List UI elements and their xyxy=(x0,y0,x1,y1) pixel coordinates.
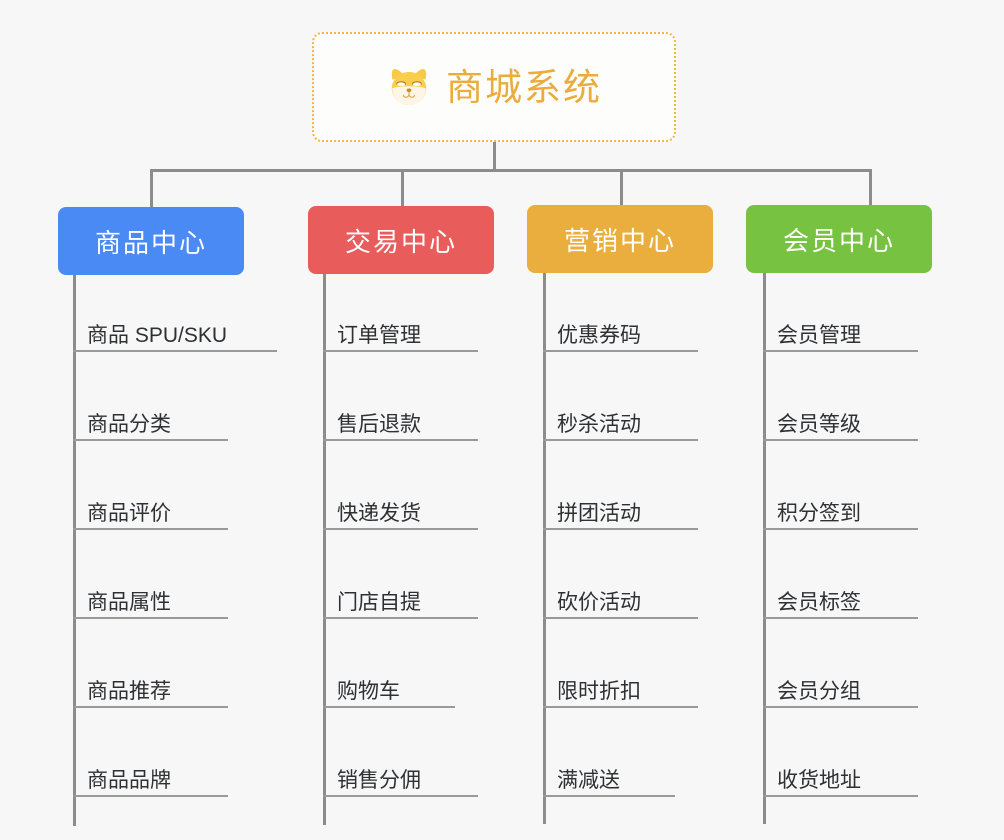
leaf-label-1-1: 商品 SPU/SKU xyxy=(87,323,228,347)
leaf-label-3-5: 限时折扣 xyxy=(557,679,641,703)
branch-node-3[interactable]: 营销中心 xyxy=(527,205,713,273)
leaf-item-1-5[interactable]: 商品推荐 xyxy=(73,666,228,708)
connector-drop-branch-4 xyxy=(869,169,872,207)
leaf-item-2-4[interactable]: 门店自提 xyxy=(323,577,478,619)
leaf-item-2-3[interactable]: 快递发货 xyxy=(323,488,478,530)
connector-root-trunk xyxy=(493,142,496,171)
connector-spine-4 xyxy=(763,273,766,824)
branch-node-4[interactable]: 会员中心 xyxy=(746,205,932,273)
leaf-item-2-6[interactable]: 销售分佣 xyxy=(323,755,478,797)
leaf-label-3-6: 满减送 xyxy=(557,768,620,792)
leaf-item-2-2[interactable]: 售后退款 xyxy=(323,399,478,441)
shiba-dog-icon xyxy=(391,69,427,105)
leaf-label-2-1: 订单管理 xyxy=(337,323,421,347)
leaf-item-2-5[interactable]: 购物车 xyxy=(323,666,455,708)
leaf-label-4-2: 会员等级 xyxy=(777,412,861,436)
leaf-item-3-5[interactable]: 限时折扣 xyxy=(543,666,698,708)
branch-label-2: 交易中心 xyxy=(344,226,457,257)
branch-node-1[interactable]: 商品中心 xyxy=(58,207,244,275)
connector-drop-branch-3 xyxy=(620,169,623,207)
leaf-item-4-2[interactable]: 会员等级 xyxy=(763,399,918,441)
root-node[interactable]: 商城系统 xyxy=(312,32,676,142)
leaf-item-1-2[interactable]: 商品分类 xyxy=(73,399,228,441)
leaf-item-3-6[interactable]: 满减送 xyxy=(543,755,675,797)
leaf-item-1-3[interactable]: 商品评价 xyxy=(73,488,228,530)
branch-label-3: 营销中心 xyxy=(563,225,676,256)
leaf-item-1-1[interactable]: 商品 SPU/SKU xyxy=(73,310,277,352)
leaf-item-3-4[interactable]: 砍价活动 xyxy=(543,577,698,619)
leaf-label-1-5: 商品推荐 xyxy=(87,679,171,703)
leaf-label-3-2: 秒杀活动 xyxy=(557,412,641,436)
leaf-label-1-3: 商品评价 xyxy=(87,501,171,525)
branch-node-2[interactable]: 交易中心 xyxy=(308,206,494,274)
leaf-label-1-2: 商品分类 xyxy=(87,412,171,436)
leaf-label-4-4: 会员标签 xyxy=(777,590,861,614)
leaf-label-3-4: 砍价活动 xyxy=(557,590,641,614)
leaf-label-2-4: 门店自提 xyxy=(337,590,421,614)
leaf-label-4-5: 会员分组 xyxy=(777,679,861,703)
leaf-item-3-1[interactable]: 优惠券码 xyxy=(543,310,698,352)
leaf-label-2-2: 售后退款 xyxy=(337,412,421,436)
branch-label-1: 商品中心 xyxy=(94,227,207,258)
leaf-label-2-6: 销售分佣 xyxy=(337,768,421,792)
leaf-label-4-3: 积分签到 xyxy=(777,501,861,525)
leaf-label-1-4: 商品属性 xyxy=(87,590,171,614)
leaf-item-4-6[interactable]: 收货地址 xyxy=(763,755,918,797)
leaf-label-2-3: 快递发货 xyxy=(337,501,421,525)
connector-spine-1 xyxy=(73,275,76,826)
leaf-item-2-1[interactable]: 订单管理 xyxy=(323,310,478,352)
leaf-item-3-3[interactable]: 拼团活动 xyxy=(543,488,698,530)
leaf-item-4-1[interactable]: 会员管理 xyxy=(763,310,918,352)
leaf-item-4-5[interactable]: 会员分组 xyxy=(763,666,918,708)
connector-drop-branch-2 xyxy=(401,169,404,207)
branch-label-4: 会员中心 xyxy=(782,225,895,256)
leaf-item-4-4[interactable]: 会员标签 xyxy=(763,577,918,619)
leaf-item-4-3[interactable]: 积分签到 xyxy=(763,488,918,530)
connector-drop-branch-1 xyxy=(150,169,153,207)
leaf-item-1-4[interactable]: 商品属性 xyxy=(73,577,228,619)
connector-spine-3 xyxy=(543,273,546,824)
root-title: 商城系统 xyxy=(446,66,602,108)
leaf-label-2-5: 购物车 xyxy=(337,679,400,703)
connector-spine-2 xyxy=(323,274,326,825)
leaf-label-4-6: 收货地址 xyxy=(777,768,861,792)
leaf-item-1-6[interactable]: 商品品牌 xyxy=(73,755,228,797)
leaf-label-3-3: 拼团活动 xyxy=(557,501,641,525)
leaf-item-3-2[interactable]: 秒杀活动 xyxy=(543,399,698,441)
leaf-label-4-1: 会员管理 xyxy=(777,323,861,347)
leaf-label-1-6: 商品品牌 xyxy=(87,768,171,792)
leaf-label-3-1: 优惠券码 xyxy=(557,323,641,347)
connector-horizontal-bus xyxy=(150,169,872,172)
